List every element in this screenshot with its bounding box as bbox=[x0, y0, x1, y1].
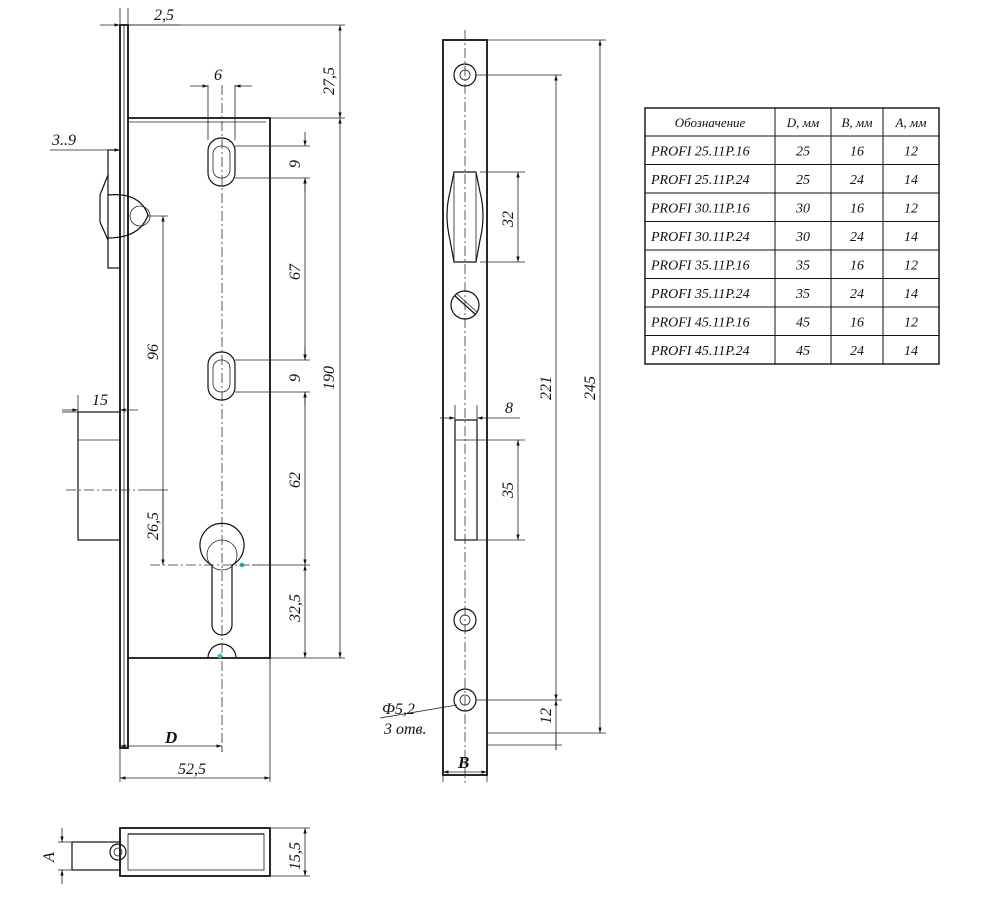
spindle-hole bbox=[450, 290, 480, 320]
spec-table: Обозначение D, мм B, мм A, мм PROFI 25.11P.1… bbox=[644, 107, 940, 365]
table-row: PROFI 30.11P.16 30 16 12 bbox=[650, 201, 918, 216]
table-cell-value: 14 bbox=[904, 173, 918, 188]
dim-15-5: 15,5 bbox=[287, 842, 304, 870]
table-cell-designation: PROFI 35.11P.24 bbox=[650, 287, 750, 302]
hole-diameter-label: Ф5,2 bbox=[382, 701, 415, 718]
table-cell-value: 12 bbox=[904, 258, 918, 273]
dim-9-top: 9 bbox=[287, 160, 304, 168]
dim-52-5: 52,5 bbox=[178, 761, 206, 778]
dim-35: 35 bbox=[500, 482, 517, 499]
cylinder-cutout bbox=[199, 522, 245, 659]
table-cell-value: 14 bbox=[904, 230, 918, 245]
table-header-cell: Обозначение bbox=[675, 115, 746, 130]
dim-D: D bbox=[164, 728, 177, 747]
table-cell-value: 16 bbox=[850, 144, 864, 159]
dim-3-9: 3..9 bbox=[51, 132, 76, 149]
hole-leader bbox=[379, 704, 458, 719]
dim-12: 12 bbox=[538, 708, 555, 724]
dim-96: 96 bbox=[145, 344, 162, 360]
table-cell-value: 24 bbox=[850, 230, 864, 245]
dim-2-5: 2,5 bbox=[154, 7, 174, 24]
table-row: PROFI 35.11P.16 35 16 12 bbox=[650, 258, 918, 273]
screw-hole-middle bbox=[453, 608, 477, 632]
table-cell-value: 45 bbox=[796, 344, 810, 359]
dim-8: 8 bbox=[505, 400, 513, 417]
table-cell-designation: PROFI 45.11P.16 bbox=[650, 315, 750, 330]
bottom-view: A 15,5 bbox=[41, 827, 310, 884]
dim-B: B bbox=[457, 753, 469, 772]
table-row: PROFI 45.11P.16 45 16 12 bbox=[650, 315, 918, 330]
table-header-cell: B, мм bbox=[841, 115, 872, 130]
table-cell-value: 24 bbox=[850, 173, 864, 188]
latch-opening bbox=[446, 171, 484, 263]
dim-32: 32 bbox=[500, 211, 517, 228]
table-cell-designation: PROFI 30.11P.16 bbox=[650, 201, 750, 216]
dim-67: 67 bbox=[287, 263, 304, 280]
upper-slot bbox=[207, 137, 236, 187]
table-cell-value: 16 bbox=[850, 315, 864, 330]
table-cell-value: 16 bbox=[850, 258, 864, 273]
dim-27-5: 27,5 bbox=[321, 67, 338, 95]
table-row: PROFI 25.11P.24 25 24 14 bbox=[650, 173, 918, 188]
table-cell-designation: PROFI 25.11P.24 bbox=[650, 173, 750, 188]
dim-9-mid: 9 bbox=[287, 374, 304, 382]
dim-62: 62 bbox=[287, 472, 304, 488]
table-cell-value: 35 bbox=[795, 287, 810, 302]
bottom-case-outline bbox=[119, 827, 271, 877]
table-cell-value: 25 bbox=[796, 144, 810, 159]
deadbolt-opening bbox=[454, 419, 478, 541]
dim-26-5: 26,5 bbox=[145, 512, 162, 540]
middle-slot bbox=[207, 351, 236, 401]
table-cell-value: 25 bbox=[796, 173, 810, 188]
latch-bolt bbox=[99, 149, 151, 269]
dim-32-5: 32,5 bbox=[287, 594, 304, 623]
lock-case-outline bbox=[128, 117, 271, 659]
table-cell-value: 14 bbox=[904, 287, 918, 302]
deadbolt bbox=[66, 411, 142, 541]
dim-190: 190 bbox=[321, 366, 338, 390]
table-cell-value: 24 bbox=[850, 287, 864, 302]
table-cell-value: 35 bbox=[795, 258, 810, 273]
marker-dot bbox=[217, 653, 223, 659]
table-cell-value: 14 bbox=[904, 344, 918, 359]
table-header-cell: A, мм bbox=[894, 115, 926, 130]
bottom-latch bbox=[71, 841, 121, 871]
table-cell-value: 30 bbox=[795, 230, 810, 245]
faceplate-view: 32 221 245 8 35 12 Ф5,2 3 отв. B bbox=[379, 30, 606, 785]
table-cell-value: 12 bbox=[904, 315, 918, 330]
table-row: PROFI 25.11P.16 25 16 12 bbox=[650, 144, 918, 159]
table-header-cell: D, мм bbox=[786, 115, 819, 130]
table-cell-designation: PROFI 30.11P.24 bbox=[650, 230, 750, 245]
lock-body-view: 2,5 27,5 6 3..9 9 67 96 190 9 15 62 26,5… bbox=[50, 7, 345, 782]
table-row: PROFI 30.11P.24 30 24 14 bbox=[650, 230, 918, 245]
dim-6: 6 bbox=[214, 67, 222, 84]
table-cell-designation: PROFI 35.11P.16 bbox=[650, 258, 750, 273]
table-row: PROFI 45.11P.24 45 24 14 bbox=[650, 344, 918, 359]
dim-245: 245 bbox=[582, 376, 599, 400]
table-cell-value: 16 bbox=[850, 201, 864, 216]
table-row: PROFI 35.11P.24 35 24 14 bbox=[650, 287, 918, 302]
table-cell-value: 45 bbox=[796, 315, 810, 330]
table-cell-designation: PROFI 25.11P.16 bbox=[650, 144, 750, 159]
table-cell-designation: PROFI 45.11P.24 bbox=[650, 344, 750, 359]
table-cell-value: 12 bbox=[904, 144, 918, 159]
dim-221: 221 bbox=[538, 376, 555, 400]
dim-15: 15 bbox=[92, 392, 108, 409]
hole-count-label: 3 отв. bbox=[383, 721, 427, 738]
table-cell-value: 30 bbox=[795, 201, 810, 216]
table-cell-value: 24 bbox=[850, 344, 864, 359]
dim-A: A bbox=[41, 852, 58, 863]
table-cell-value: 12 bbox=[904, 201, 918, 216]
